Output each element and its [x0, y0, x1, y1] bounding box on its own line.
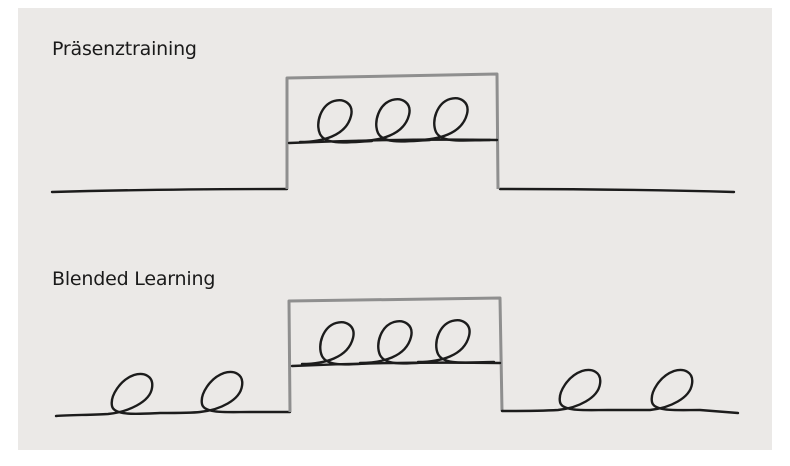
row-label-blended-learning: Blended Learning [52, 268, 216, 290]
loops-in-box [300, 319, 496, 366]
baseline-left-with-loops [54, 370, 292, 418]
loops-in-box [298, 97, 492, 144]
row-praesenztraining [50, 72, 736, 194]
row-label-praesenztraining: Präsenztraining [52, 38, 197, 60]
diagram-panel [18, 8, 772, 450]
classroom-box [285, 72, 500, 190]
loop [300, 321, 376, 366]
loop [358, 320, 434, 365]
loop [416, 319, 496, 364]
classroom-box [287, 296, 504, 413]
baseline-left [50, 187, 289, 194]
loop [298, 99, 374, 144]
loop [356, 98, 432, 143]
loop [414, 97, 492, 142]
baseline-right-with-loops [500, 368, 740, 415]
row-blended-learning [54, 296, 740, 418]
baseline-right [498, 187, 736, 194]
